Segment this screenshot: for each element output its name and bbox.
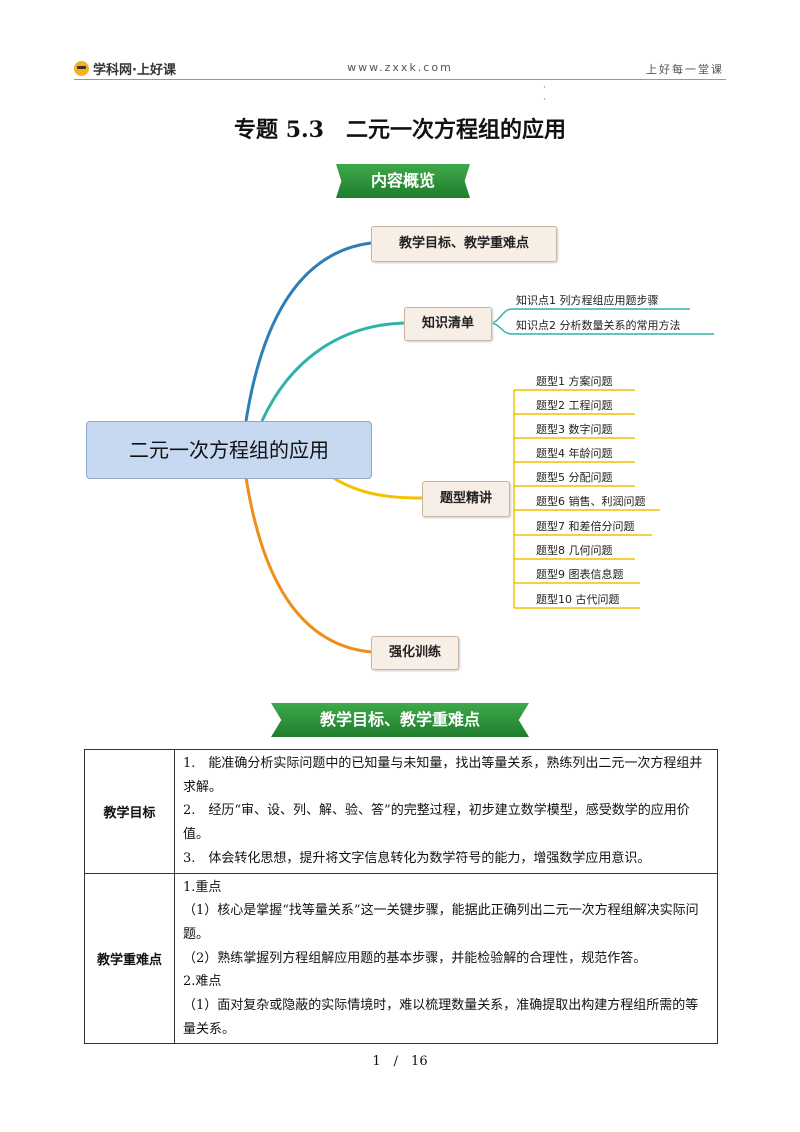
site-url: www.zxxk.com bbox=[347, 61, 453, 74]
row-content-goals: 1. 能准确分析实际问题中的已知量与未知量，找出等量关系，熟练列出二元一次方程组… bbox=[174, 749, 718, 874]
type-item: 题型7 和差倍分问题 bbox=[536, 520, 635, 533]
dot-mark: · bbox=[543, 83, 546, 93]
row-content-key-points: 1.重点 （1）核心是掌握“找等量关系”这一关键步骤，能据此正确列出二元一次方程… bbox=[174, 872, 718, 1045]
goal-line: 3. 体会转化思想，提升将文字信息转化为数学符号的能力，增强数学应用意识。 bbox=[183, 850, 651, 866]
type-item: 题型4 年龄问题 bbox=[536, 447, 613, 460]
type-item: 题型2 工程问题 bbox=[536, 399, 613, 412]
keypoint-line: 1.重点 bbox=[183, 879, 222, 895]
table-row: 教学重难点 1.重点 （1）核心是掌握“找等量关系”这一关键步骤，能据此正确列出… bbox=[84, 872, 718, 1045]
mindmap-node-goals: 教学目标、教学重难点 bbox=[371, 226, 557, 262]
goals-table: 教学目标 1. 能准确分析实际问题中的已知量与未知量，找出等量关系，熟练列出二元… bbox=[84, 749, 718, 1045]
section-banner-overview: 内容概览 bbox=[336, 164, 470, 198]
type-item: 题型6 销售、利润问题 bbox=[536, 495, 646, 508]
goal-line: 1. 能准确分析实际问题中的已知量与未知量，找出等量关系，熟练列出二元一次方程组… bbox=[183, 756, 703, 795]
mindmap-node-knowledge: 知识清单 bbox=[404, 307, 492, 341]
site-logo: 学科网·上好课 bbox=[74, 59, 176, 78]
branch-line-types bbox=[331, 475, 423, 500]
page-title: 专题 5.3 二元一次方程组的应用 bbox=[234, 117, 566, 143]
mindmap-node-training: 强化训练 bbox=[371, 636, 459, 670]
section-banner-goals: 教学目标、教学重难点 bbox=[271, 703, 529, 737]
goal-line: 2. 经历“审、设、列、解、验、答”的完整过程，初步建立数学模型，感受数学的应用… bbox=[183, 803, 690, 843]
mindmap-central-node: 二元一次方程组的应用 bbox=[86, 421, 372, 479]
row-header-goals: 教学目标 bbox=[84, 749, 175, 874]
type-item: 题型3 数字问题 bbox=[536, 423, 613, 436]
type-item: 题型9 图表信息题 bbox=[536, 568, 624, 581]
type-item: 题型8 几何问题 bbox=[536, 544, 613, 557]
keypoint-line: （1）面对复杂或隐蔽的实际情境时，难以梳理数量关系，准确提取出构建方程组所需的等… bbox=[183, 998, 699, 1037]
table-row: 教学目标 1. 能准确分析实际问题中的已知量与未知量，找出等量关系，熟练列出二元… bbox=[84, 749, 718, 874]
owl-logo-icon bbox=[74, 61, 89, 76]
branch-line-training bbox=[244, 476, 372, 654]
knowledge-item: 知识点2 分析数量关系的常用方法 bbox=[516, 319, 681, 332]
header-divider bbox=[74, 79, 726, 80]
header-slogan: 上好每一堂课 bbox=[646, 63, 724, 76]
type-item: 题型10 古代问题 bbox=[536, 593, 620, 606]
branch-line-knowledge bbox=[260, 321, 405, 422]
mindmap-node-types: 题型精讲 bbox=[422, 481, 510, 517]
logo-text: 学科网·上好课 bbox=[93, 63, 176, 78]
keypoint-line: 2.难点 bbox=[183, 974, 222, 990]
keypoint-line: （2）熟练掌握列方程组解应用题的基本步骤，并能检验解的合理性，规范作答。 bbox=[183, 950, 647, 966]
dot-mark: · bbox=[543, 95, 546, 105]
knowledge-item: 知识点1 列方程组应用题步骤 bbox=[516, 294, 659, 307]
row-header-key-points: 教学重难点 bbox=[84, 872, 175, 1045]
keypoint-line: （1）核心是掌握“找等量关系”这一关键步骤，能据此正确列出二元一次方程组解决实际… bbox=[183, 903, 699, 942]
page-number: 1 / 16 bbox=[372, 1054, 428, 1069]
leaf-underlines bbox=[514, 389, 660, 609]
type-item: 题型1 方案问题 bbox=[536, 375, 613, 388]
type-item: 题型5 分配问题 bbox=[536, 471, 613, 484]
branch-line-goals bbox=[244, 241, 372, 422]
